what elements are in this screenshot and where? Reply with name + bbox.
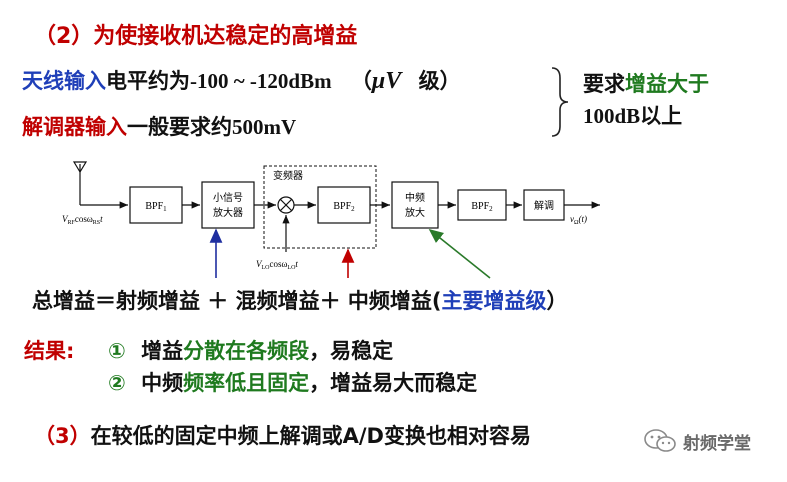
antenna-unit-suffix: 级） <box>418 69 461 93</box>
heading-2-prefix: （2）为使接收机达 <box>34 24 226 49</box>
result-label: 结果: <box>24 339 75 363</box>
antenna-unit-paren-open: （ <box>350 69 372 93</box>
result-item-1-highlight: 分散在各频段 <box>183 339 310 363</box>
antenna-input-line: 天线输入电平约为-100 ~ -120dBm （μV 级） <box>22 65 461 95</box>
heading-2: （2）为使接收机达稳定的高增益 <box>34 18 357 50</box>
bpf2-mixer-label: BPF2 <box>333 201 355 213</box>
gain-equation: 总增益＝射频增益 ＋ 混频增益＋ 中频增益(主要增益级） <box>32 285 568 315</box>
mixer-group <box>263 165 377 249</box>
if-gain-arrow <box>428 229 491 279</box>
demod-label: 解调 <box>534 199 554 212</box>
heading-2-highlight: 稳定的高增益 <box>225 24 358 49</box>
if-amp-label-line-2: 放大 <box>405 206 425 219</box>
result-item-2-suffix: ，增益易大而稳定 <box>309 371 478 395</box>
antenna-input-label: 天线输入 <box>22 69 106 93</box>
result-item-1: ① 增益分散在各频段，易稳定 <box>108 335 393 365</box>
result-item-2-highlight: 频率低且固定 <box>183 371 310 395</box>
rf-input-signal: VRFcosωRSt <box>62 214 103 226</box>
if-amp-block <box>391 181 439 229</box>
watermark: 射频学堂 <box>643 428 751 454</box>
lna-label-line-2: 放大器 <box>213 206 243 219</box>
requirement-prefix: 要求 <box>583 72 625 96</box>
heading-3-text: 在较低的固定中频上解调或A/D变换也相对容易 <box>90 424 531 448</box>
mixer-icon <box>277 196 295 214</box>
demod-input-text: 一般要求约 <box>127 115 232 139</box>
lna-label-line-1: 小信号 <box>213 192 243 204</box>
result-item-2-marker: ② <box>108 371 126 395</box>
result-item-1-prefix: 增益 <box>141 339 184 363</box>
result-item-1-suffix: ，易稳定 <box>309 339 394 363</box>
mixer-label: 变频器 <box>273 169 303 182</box>
bpf1-label: BPF1 <box>145 201 167 213</box>
gain-equation-prefix: 总增益＝射频增益 ＋ 混频增益＋ 中频增益( <box>32 289 442 313</box>
result-item-2: ② 中频频率低且固定，增益易大而稳定 <box>108 367 477 397</box>
wechat-icon <box>644 429 676 452</box>
requirement-highlight: 增益大于 <box>625 72 709 96</box>
heading-3: （3）在较低的固定中频上解调或A/D变换也相对容易 <box>34 420 531 450</box>
if-amp-label-line-1: 中频 <box>405 191 425 204</box>
lo-signal: VLOcosωLOt <box>256 259 298 271</box>
requirement-line-2: 100dB以上 <box>583 104 683 128</box>
watermark-text: 射频学堂 <box>683 433 751 454</box>
lna-block <box>201 181 255 229</box>
bpf2-if-label: BPF2 <box>471 201 493 213</box>
demod-input-line: 解调器输入一般要求约500mV <box>22 111 296 141</box>
antenna-input-text: 电平约为 <box>106 69 190 93</box>
heading-3-marker: （3） <box>34 424 91 448</box>
gain-equation-highlight: 主要增益级 <box>441 289 547 313</box>
demod-input-value: 500mV <box>232 115 297 139</box>
result-item-2-prefix: 中频 <box>141 371 184 395</box>
result-item-1-marker: ① <box>108 339 126 363</box>
gain-equation-suffix: ） <box>546 289 568 313</box>
antenna-icon <box>72 161 128 209</box>
requirement-line-1: 要求增益大于 <box>583 68 709 98</box>
output-signal: vΩ(t) <box>570 214 587 226</box>
receiver-block-diagram: VRFcosωRSt BPF1 小信号 放大器 变频器 BPF2 中频 放大 B… <box>62 161 600 279</box>
antenna-unit: μV <box>371 68 402 94</box>
demod-input-label: 解调器输入 <box>22 115 127 139</box>
curly-brace <box>551 67 569 137</box>
antenna-input-range: -100 ~ -120dBm <box>190 69 332 93</box>
